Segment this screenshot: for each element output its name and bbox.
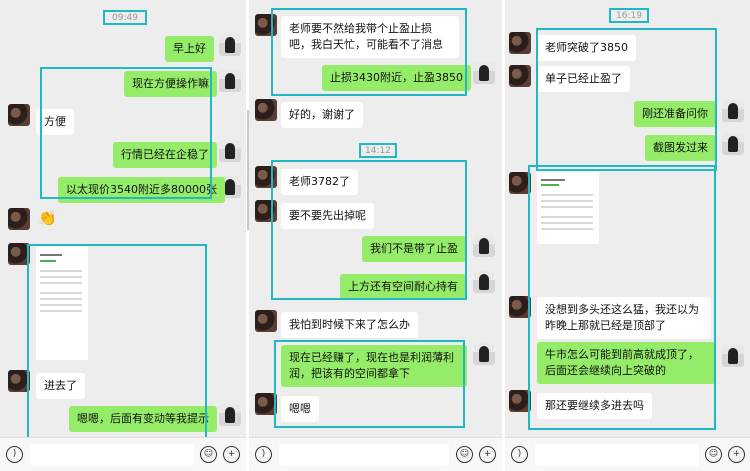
plus-icon[interactable]: + bbox=[223, 446, 240, 463]
message-bubble[interactable]: 现在方便操作嘛 bbox=[124, 71, 217, 97]
avatar-me[interactable] bbox=[473, 343, 495, 365]
avatar-me[interactable] bbox=[219, 34, 241, 56]
emoji-icon[interactable]: ☺ bbox=[200, 446, 217, 463]
message-bubble[interactable]: 那还要继续多进去吗 bbox=[537, 393, 652, 419]
emoji-icon[interactable]: ☺ bbox=[456, 446, 473, 463]
message-bubble[interactable]: 上方还有空间耐心持有 bbox=[340, 274, 466, 300]
avatar-other[interactable] bbox=[509, 296, 531, 318]
avatar-other[interactable] bbox=[8, 208, 30, 230]
timestamp: 16:19 bbox=[609, 8, 649, 23]
avatar-other[interactable] bbox=[509, 390, 531, 412]
message-bubble[interactable]: 嗯嗯 bbox=[281, 396, 319, 422]
plus-icon[interactable]: + bbox=[728, 446, 745, 463]
message-bubble[interactable]: 我怕到时候下来了怎么办 bbox=[281, 312, 418, 338]
message-bubble[interactable]: 单子已经止盈了 bbox=[537, 66, 630, 92]
voice-icon[interactable]: ) bbox=[511, 446, 528, 463]
avatar-me[interactable] bbox=[473, 62, 495, 84]
message-input[interactable] bbox=[279, 444, 449, 466]
avatar-other[interactable] bbox=[509, 32, 531, 54]
message-bubble[interactable]: 进去了 bbox=[36, 373, 85, 399]
avatar-other[interactable] bbox=[8, 243, 30, 265]
clap-emoji: 👏 bbox=[38, 209, 57, 227]
avatar-me[interactable] bbox=[722, 345, 744, 367]
input-bar: ) ☺ + bbox=[0, 437, 246, 471]
avatar-me[interactable] bbox=[722, 133, 744, 155]
avatar-other[interactable] bbox=[255, 166, 277, 188]
message-bubble[interactable]: 老师要不然给我带个止盈止损吧，我白天忙，可能看不了消息 bbox=[281, 16, 459, 58]
message-bubble[interactable]: 止损3430附近，止盈3850 bbox=[322, 65, 471, 91]
avatar-me[interactable] bbox=[219, 70, 241, 92]
avatar-me[interactable] bbox=[473, 235, 495, 257]
avatar-other[interactable] bbox=[509, 65, 531, 87]
input-bar: ) ☺ + bbox=[505, 437, 750, 471]
message-bubble[interactable]: 要不要先出掉呢 bbox=[281, 203, 374, 229]
message-bubble[interactable]: 现在已经赚了，现在也是利润薄利润，把该有的空间都拿下 bbox=[281, 345, 467, 387]
avatar-other[interactable] bbox=[255, 14, 277, 36]
chat-panel-2: 老师要不然给我带个止盈止损吧，我白天忙，可能看不了消息 止损3430附近，止盈3… bbox=[249, 0, 502, 471]
avatar-me[interactable] bbox=[722, 100, 744, 122]
message-bubble[interactable]: 刚还准备问你 bbox=[634, 101, 716, 127]
chat-panel-1: 09:49 早上好 现在方便操作嘛 方便 行情已经在企稳了 以太现价3540附近… bbox=[0, 0, 246, 471]
message-bubble[interactable]: 老师突破了3850 bbox=[537, 35, 636, 61]
avatar-me[interactable] bbox=[219, 140, 241, 162]
message-input[interactable] bbox=[535, 444, 699, 466]
message-bubble[interactable]: 早上好 bbox=[165, 36, 214, 62]
input-bar: ) ☺ + bbox=[249, 437, 502, 471]
scrollbar[interactable] bbox=[247, 110, 249, 230]
message-bubble[interactable]: 没想到多头还这么猛，我还以为昨晚上那就已经是顶部了 bbox=[537, 297, 711, 339]
trade-screenshot-image[interactable] bbox=[537, 172, 599, 244]
avatar-other[interactable] bbox=[509, 172, 531, 194]
voice-icon[interactable]: ) bbox=[6, 446, 23, 463]
message-bubble[interactable]: 老师3782了 bbox=[281, 169, 358, 195]
avatar-me[interactable] bbox=[219, 404, 241, 426]
message-bubble[interactable]: 嗯嗯，后面有变动等我提示 bbox=[69, 406, 217, 432]
avatar-other[interactable] bbox=[8, 370, 30, 392]
message-bubble[interactable]: 我们不是带了止盈 bbox=[362, 236, 466, 262]
timestamp: 14:12 bbox=[359, 143, 397, 158]
voice-icon[interactable]: ) bbox=[255, 446, 272, 463]
message-bubble[interactable]: 截图发过来 bbox=[645, 135, 716, 161]
message-bubble[interactable]: 以太现价3540附近多80000张 bbox=[58, 177, 225, 203]
message-bubble[interactable]: 行情已经在企稳了 bbox=[113, 142, 217, 168]
message-bubble[interactable]: 牛市怎么可能到前高就成顶了，后面还会继续向上突破的 bbox=[537, 342, 715, 384]
timestamp: 09:49 bbox=[103, 10, 147, 25]
avatar-other[interactable] bbox=[255, 310, 277, 332]
message-bubble[interactable]: 好的，谢谢了 bbox=[281, 102, 363, 128]
avatar-other[interactable] bbox=[255, 200, 277, 222]
chat-panel-3: 16:19 老师突破了3850 单子已经止盈了 刚还准备问你 截图发过来 没想到… bbox=[505, 0, 750, 471]
emoji-icon[interactable]: ☺ bbox=[705, 446, 722, 463]
trade-screenshot-image[interactable] bbox=[36, 246, 88, 360]
message-input[interactable] bbox=[30, 444, 194, 466]
plus-icon[interactable]: + bbox=[479, 446, 496, 463]
avatar-other[interactable] bbox=[8, 104, 30, 126]
avatar-me[interactable] bbox=[473, 271, 495, 293]
avatar-other[interactable] bbox=[255, 99, 277, 121]
message-bubble[interactable]: 方便 bbox=[36, 109, 74, 135]
avatar-other[interactable] bbox=[255, 393, 277, 415]
